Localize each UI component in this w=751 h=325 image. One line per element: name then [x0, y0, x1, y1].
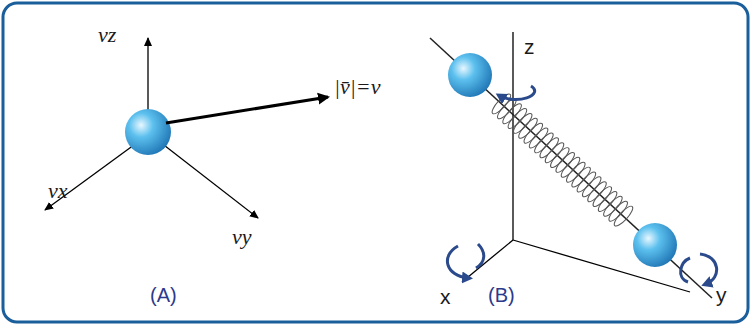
vector-label: |v̄|=v	[334, 76, 380, 98]
panel-label: (A)	[150, 285, 177, 305]
spring-turn	[543, 140, 566, 165]
spring-turn	[516, 116, 539, 141]
axes-b	[462, 32, 690, 292]
velocity-vector	[166, 97, 328, 123]
axis-label: y	[716, 284, 727, 305]
frame	[3, 3, 748, 322]
spring-turn	[506, 106, 529, 131]
panel-label: (B)	[488, 285, 515, 305]
spring-turn	[591, 184, 614, 209]
axis-label: x	[440, 286, 451, 307]
velocity-axes	[45, 38, 258, 218]
spring-turn	[580, 175, 603, 200]
spring-turn	[559, 155, 582, 180]
spring-turn	[575, 170, 598, 195]
spring-turn	[585, 179, 608, 204]
spring-turn	[511, 111, 534, 136]
spring-turn	[527, 126, 550, 151]
axis-label: vz	[98, 24, 116, 46]
axis-label: vy	[232, 226, 252, 248]
spring-coil	[490, 92, 636, 229]
spring-turn	[522, 121, 545, 146]
spring-turn	[569, 165, 592, 190]
spring-turn	[596, 189, 619, 214]
spring-turn	[606, 199, 629, 224]
spring-turn	[500, 101, 523, 126]
spring-turn	[553, 150, 576, 175]
spring-turn	[548, 145, 571, 170]
atom-sphere	[448, 53, 492, 97]
spring-turn	[612, 204, 635, 229]
spring-turn	[601, 194, 624, 219]
spring-turn	[532, 131, 555, 156]
atom-sphere	[633, 223, 677, 267]
molecule-axis	[430, 38, 712, 298]
spring-turn	[537, 136, 560, 161]
particle-sphere	[125, 109, 171, 155]
rotation-arrows	[447, 86, 716, 284]
spring-turn	[564, 160, 587, 185]
axis-label: z	[524, 36, 535, 57]
axis-label: vx	[48, 180, 68, 202]
